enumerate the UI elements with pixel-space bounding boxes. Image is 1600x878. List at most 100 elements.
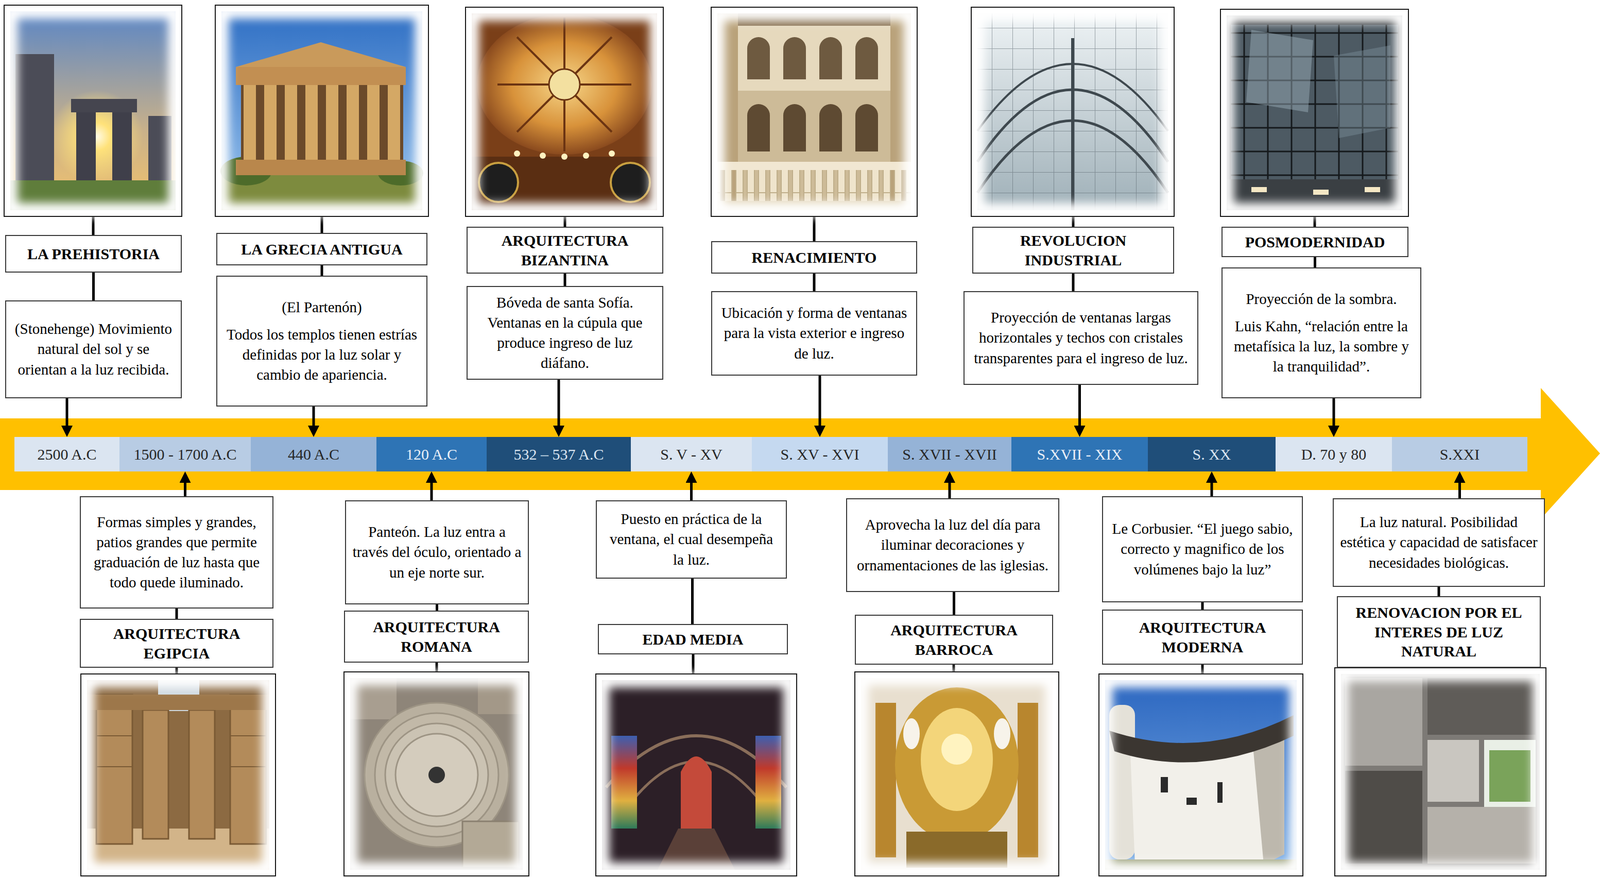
illustration-shape bbox=[920, 707, 993, 811]
illustration-shape bbox=[1251, 186, 1267, 193]
illustration-shape bbox=[941, 733, 973, 765]
illustration-shape bbox=[1160, 776, 1168, 793]
illustration-shape bbox=[903, 717, 920, 749]
illustration-shape bbox=[608, 150, 615, 157]
date-cell: S. XX bbox=[1147, 436, 1276, 472]
illustration-shape bbox=[80, 673, 276, 876]
date-cell: D. 70 y 80 bbox=[1275, 436, 1392, 472]
illustration-shape bbox=[971, 7, 1175, 217]
connector-line bbox=[813, 273, 816, 291]
illustration-shape bbox=[1220, 9, 1409, 217]
date-cell: 532 – 537 A.C bbox=[486, 436, 631, 472]
period-title: RENACIMIENTO bbox=[751, 247, 877, 268]
illustration-shape bbox=[601, 679, 791, 870]
date-cell: 120 A.C bbox=[376, 436, 487, 472]
illustration-shape bbox=[374, 712, 499, 837]
light-interior-photo bbox=[1334, 667, 1546, 876]
date-label: S.XXI bbox=[1439, 444, 1481, 464]
illustration-shape bbox=[478, 162, 519, 202]
illustration-shape bbox=[717, 13, 911, 91]
description-text: Le Corbusier. “El juego sabio, correcto … bbox=[1109, 518, 1296, 579]
connector-arrow bbox=[183, 476, 187, 496]
date-label: 1500 - 1700 A.C bbox=[133, 444, 237, 464]
illustration-shape bbox=[1217, 781, 1223, 803]
illustration-shape bbox=[243, 82, 256, 160]
modern-chapel-photo bbox=[1098, 673, 1303, 876]
illustration-shape bbox=[230, 765, 267, 767]
illustration-shape bbox=[465, 7, 664, 217]
illustration-shape bbox=[1364, 186, 1381, 193]
illustration-shape bbox=[435, 662, 439, 672]
illustration-shape bbox=[1427, 739, 1479, 802]
connector-line bbox=[1313, 256, 1317, 268]
connector-arrow bbox=[430, 476, 434, 501]
description-box: Aprovecha la luz del día para iluminar d… bbox=[846, 497, 1060, 592]
description-box: Formas simples y grandes, patios grandes… bbox=[79, 495, 274, 609]
illustration-shape bbox=[747, 37, 879, 80]
illustration-shape bbox=[611, 735, 638, 829]
illustration-shape bbox=[471, 156, 658, 211]
period-title: REVOLUCION INDUSTRIAL bbox=[979, 230, 1167, 270]
connector-line bbox=[175, 608, 179, 619]
illustration-shape bbox=[906, 831, 1008, 868]
period-title-box: POSMODERNIDAD bbox=[1221, 226, 1409, 257]
connector-group bbox=[66, 256, 1460, 624]
illustration-shape bbox=[895, 686, 1019, 842]
period-title: ARQUITECTURA ROMANA bbox=[351, 616, 522, 656]
illustration-shape bbox=[215, 5, 429, 217]
description-text: Bóveda de santa Sofía. Ventanas en la cú… bbox=[473, 292, 657, 374]
date-cell: S. XV - XVI bbox=[751, 436, 888, 472]
illustration-shape bbox=[343, 671, 529, 876]
period-title: EDAD MEDIA bbox=[642, 629, 744, 649]
connector-line bbox=[1201, 601, 1204, 610]
period-title-box: EDAD MEDIA bbox=[597, 623, 788, 655]
illustration-shape bbox=[717, 169, 911, 201]
period-title: ARQUITECTURA BARROCA bbox=[862, 620, 1046, 659]
illustration-shape bbox=[471, 13, 658, 211]
period-title: RENOVACION POR EL INTERES DE LUZ NATURAL bbox=[1344, 602, 1534, 661]
illustration-shape bbox=[350, 677, 523, 870]
illustration-shape bbox=[747, 104, 879, 152]
postmodern-facade-photo bbox=[1220, 9, 1409, 217]
description-text: Aprovecha la luz del día para iluminar d… bbox=[853, 514, 1053, 575]
illustration-shape bbox=[548, 69, 580, 100]
illustration-shape bbox=[1246, 29, 1314, 113]
illustration-shape bbox=[15, 54, 55, 188]
illustration-shape bbox=[692, 654, 695, 674]
connector-arrow bbox=[557, 379, 561, 432]
illustration-shape bbox=[1098, 673, 1303, 876]
illustration-shape bbox=[188, 709, 215, 839]
date-label: D. 70 y 80 bbox=[1301, 444, 1367, 464]
illustration-shape bbox=[1345, 770, 1423, 864]
connector-line bbox=[1072, 273, 1075, 291]
illustration-shape bbox=[561, 153, 568, 160]
illustration-shape bbox=[497, 17, 632, 152]
description-box: Proyección de ventanas largas horizontal… bbox=[963, 290, 1199, 385]
illustration-shape bbox=[1345, 677, 1423, 766]
date-cell: S.XVII - XIX bbox=[1011, 436, 1148, 472]
illustration-shape bbox=[1226, 15, 1403, 211]
period-title: LA PREHISTORIA bbox=[27, 244, 160, 264]
illustration-shape bbox=[539, 152, 546, 159]
illustration-shape bbox=[1340, 673, 1540, 870]
glass-roof-photo bbox=[971, 7, 1175, 217]
period-title-box: LA PREHISTORIA bbox=[5, 234, 182, 273]
connector-line bbox=[1437, 586, 1441, 596]
period-title-box: ARQUITECTURA ROMANA bbox=[343, 610, 529, 663]
period-title: LA GRECIA ANTIGUA bbox=[241, 239, 403, 260]
description-box: (Stonehenge) Movimiento natural del sol … bbox=[5, 300, 182, 399]
illustration-shape bbox=[112, 108, 132, 186]
date-cell: S.XXI bbox=[1391, 436, 1528, 472]
illustration-shape bbox=[476, 14, 652, 155]
illustration-shape bbox=[264, 82, 277, 160]
byzantine-dome-photo bbox=[465, 7, 664, 217]
illustration-shape bbox=[717, 161, 911, 170]
description-box: Puesto en práctica de la ventana, el cua… bbox=[595, 500, 787, 579]
description-text: (Stonehenge) Movimiento natural del sol … bbox=[12, 318, 175, 380]
illustration-shape bbox=[582, 152, 590, 159]
photo-link-lines bbox=[93, 216, 1315, 674]
illustration-shape bbox=[1333, 45, 1391, 139]
date-label: 2500 A.C bbox=[37, 444, 97, 464]
illustration-shape bbox=[854, 671, 1059, 876]
period-title-box: ARQUITECTURA MODERNA bbox=[1102, 609, 1303, 665]
